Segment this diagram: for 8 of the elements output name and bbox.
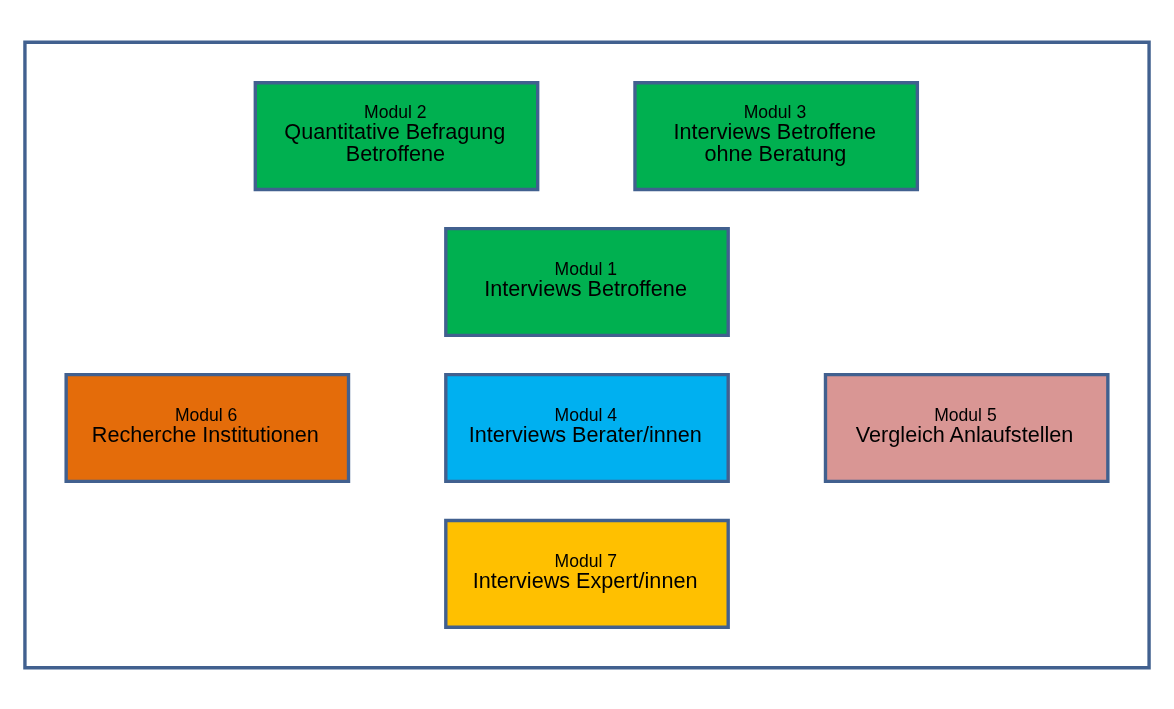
node-box: Modul 6 Recherche Institutionen	[64, 372, 351, 483]
node-box: Modul 3 Interviews Betroffene ohne Beratung	[633, 80, 920, 191]
node-box: Modul 7 Interviews Expert/innen	[444, 518, 730, 629]
node-box: Modul 5 Vergleich Anlaufstellen	[823, 372, 1110, 483]
node-box: Modul 1 Interviews Betroffene	[444, 226, 730, 337]
cluster	[23, 40, 1151, 669]
node-box: Modul 2 Quantitative Befragung Betroffene	[253, 80, 540, 191]
node-box: Modul 4 Interviews Berater/innen	[444, 372, 730, 483]
